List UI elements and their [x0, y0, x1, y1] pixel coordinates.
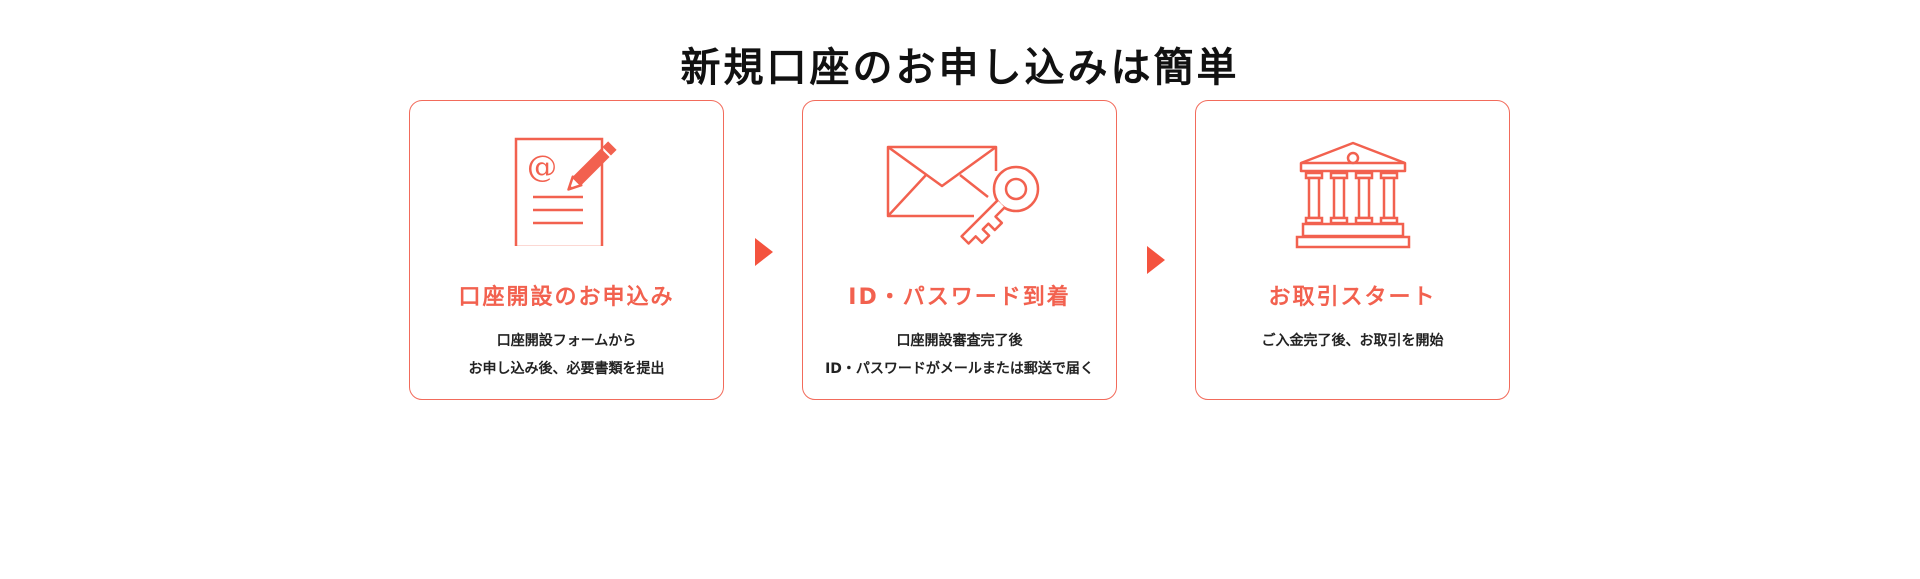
- step-title: お取引スタート: [1268, 285, 1437, 310]
- step-title: ID・パスワード到着: [848, 285, 1071, 310]
- envelope-key-icon: [803, 131, 1116, 261]
- arrow-right-icon: [1147, 246, 1165, 274]
- step-title: 口座開設のお申込み: [458, 285, 675, 310]
- step-description-line: ご入金完了後、お取引を開始: [1261, 333, 1444, 349]
- steps-flow: @ 口座開設のお申込み 口座開設フォームから お申し込み後、必要書類を提出: [409, 100, 1511, 403]
- step-description-line: 口座開設審査完了後: [896, 333, 1023, 349]
- svg-text:@: @: [527, 150, 557, 185]
- document-pencil-icon: @: [410, 131, 723, 261]
- step-card-id-password: ID・パスワード到着 口座開設審査完了後 ID・パスワードがメールまたは郵送で届…: [802, 100, 1117, 400]
- step-card-application: @ 口座開設のお申込み 口座開設フォームから お申し込み後、必要書類を提出: [409, 100, 724, 400]
- step-description: ご入金完了後、お取引を開始: [1196, 327, 1509, 355]
- step-description-line: お申し込み後、必要書類を提出: [468, 361, 665, 377]
- step-description-line: ID・パスワードがメールまたは郵送で届く: [825, 361, 1094, 377]
- step-description: 口座開設フォームから お申し込み後、必要書類を提出: [410, 327, 723, 383]
- bank-icon: [1196, 131, 1509, 261]
- step-card-start-trading: お取引スタート ご入金完了後、お取引を開始: [1195, 100, 1510, 400]
- step-description-line: 口座開設フォームから: [496, 333, 637, 349]
- arrow-right-icon: [755, 238, 773, 266]
- page-title: 新規口座のお申し込みは簡単: [680, 44, 1240, 91]
- step-description: 口座開設審査完了後 ID・パスワードがメールまたは郵送で届く: [803, 327, 1116, 383]
